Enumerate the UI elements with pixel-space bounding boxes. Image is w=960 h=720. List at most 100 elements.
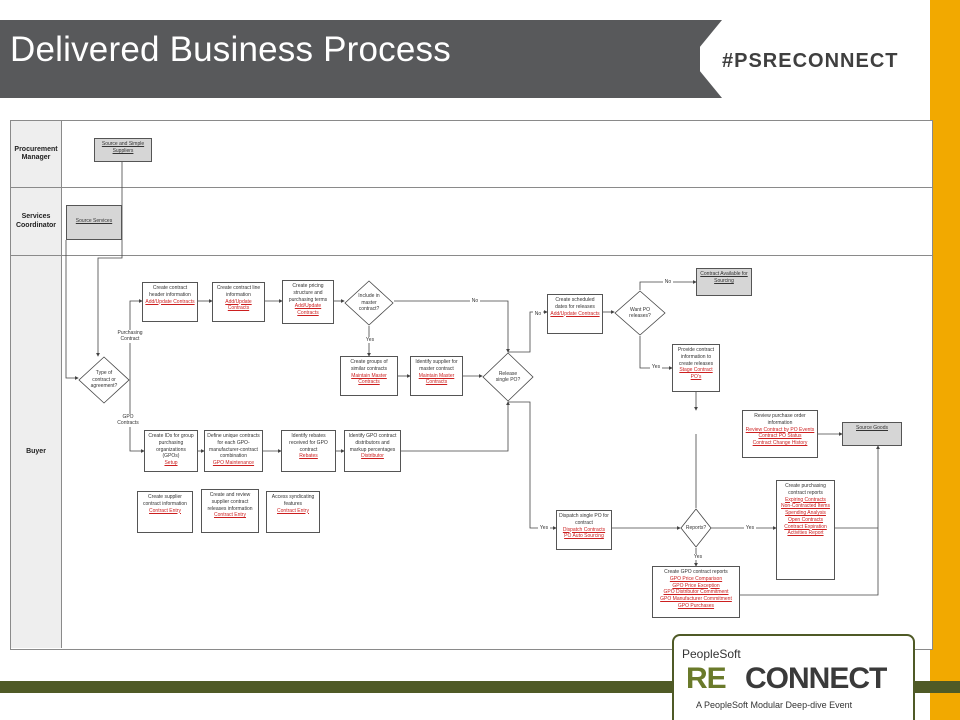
edge-label: No bbox=[533, 311, 543, 318]
step-link[interactable]: Distributor bbox=[361, 453, 384, 460]
step-text: Create IDs for group purchasing organiza… bbox=[148, 433, 194, 460]
step-link[interactable]: GPO Purchases bbox=[677, 602, 715, 609]
step-create-reports[interactable]: Create purchasing contract reports Expir… bbox=[776, 480, 835, 580]
step-text: Create purchasing contract reports bbox=[785, 483, 826, 496]
step-create-header[interactable]: Create contract header information Add/U… bbox=[142, 282, 198, 322]
step-link[interactable]: Activities Report bbox=[787, 530, 824, 537]
step-link[interactable]: Contract PO Status bbox=[758, 433, 802, 440]
step-link[interactable]: Add/Update Contracts bbox=[145, 298, 195, 305]
step-link[interactable]: Rebates bbox=[299, 453, 318, 460]
logo-word-re: RE bbox=[686, 662, 727, 695]
title-bar bbox=[0, 20, 700, 98]
edge-label: Yes bbox=[650, 364, 662, 371]
step-link[interactable]: Review Contract by PO Events bbox=[745, 426, 815, 433]
step-text: Access syndicating features bbox=[271, 494, 315, 507]
page-title: Delivered Business Process bbox=[10, 30, 451, 69]
step-text: Source Goods bbox=[856, 425, 888, 431]
reconnect-logo bbox=[672, 634, 915, 720]
step-link[interactable]: Contract Entry bbox=[277, 507, 309, 514]
step-link[interactable]: Dispatch Contracts bbox=[562, 526, 606, 533]
step-provide-info[interactable]: Provide contract information to create r… bbox=[672, 344, 720, 392]
accent-stripe bbox=[930, 0, 960, 720]
step-text: Create pricing structure and purchasing … bbox=[288, 283, 328, 303]
step-text: Contract Available for Sourcing bbox=[700, 271, 748, 284]
step-link[interactable]: Maintain Master Contracts bbox=[418, 372, 455, 386]
step-supplier-releases[interactable]: Create and review supplier contract rele… bbox=[201, 489, 259, 533]
step-link[interactable]: Contract Change History bbox=[752, 440, 808, 446]
decision-reports[interactable]: Reports? bbox=[680, 508, 712, 548]
step-link[interactable]: Add/Update Contracts bbox=[225, 298, 252, 312]
lane-procurement-manager: Procurement Manager bbox=[11, 121, 932, 188]
lane-label: Services Coordinator bbox=[11, 188, 62, 255]
step-contract-available[interactable]: Contract Available for Sourcing bbox=[696, 268, 752, 296]
edge-label: GPO Contracts bbox=[115, 414, 141, 427]
decision-want-po[interactable]: Want PO releases? bbox=[614, 290, 666, 336]
step-text: Source and Simple Suppliers bbox=[101, 141, 145, 154]
step-link[interactable]: Stage Contract PO's bbox=[679, 367, 713, 380]
step-text: Review purchase order information bbox=[754, 413, 806, 426]
decision-text: Want PO releases? bbox=[629, 306, 651, 320]
step-supplier-contract[interactable]: Create supplier contract information Con… bbox=[137, 491, 193, 533]
step-gpo-reports[interactable]: Create GPO contract reports GPO Price Co… bbox=[652, 566, 740, 618]
step-link[interactable]: GPO Manufacturer Commitment bbox=[660, 596, 732, 602]
step-identify-gpo[interactable]: Identify GPO contract distributors and m… bbox=[344, 430, 401, 472]
step-link[interactable]: GPO Maintenance bbox=[212, 460, 255, 466]
step-identify-rebate[interactable]: Identify rebates received for GPO contra… bbox=[281, 430, 336, 472]
step-identify-supplier[interactable]: Identify supplier for master contract Ma… bbox=[410, 356, 463, 396]
lane-buyer: Buyer bbox=[11, 256, 932, 648]
lane-label: Buyer bbox=[11, 256, 62, 648]
step-link[interactable]: Maintain Master Contracts bbox=[351, 372, 387, 386]
decision-type-of-contract[interactable]: Type of contract or agreement? bbox=[78, 356, 130, 404]
edge-label: Yes bbox=[364, 337, 376, 344]
step-source-services[interactable]: Source Services bbox=[66, 205, 122, 240]
step-link[interactable]: Add/Update Contracts bbox=[550, 310, 600, 317]
step-link[interactable]: Open Contracts bbox=[787, 516, 824, 523]
step-text: Create supplier contract information bbox=[143, 494, 187, 507]
step-create-line[interactable]: Create contract line information Add/Upd… bbox=[212, 282, 265, 322]
logo-brand: PeopleSoft bbox=[682, 647, 741, 661]
step-source-simple[interactable]: Source and Simple Suppliers bbox=[94, 138, 152, 162]
step-text: Create contract line information bbox=[216, 285, 261, 298]
step-text: Source Services bbox=[75, 218, 113, 224]
step-link[interactable]: Contract Expiration bbox=[784, 523, 827, 530]
edge-label: Yes bbox=[744, 525, 756, 532]
step-link[interactable]: PO Auto Sourcing bbox=[564, 533, 604, 540]
step-text: Identify supplier for master contract bbox=[415, 359, 458, 372]
step-text: Identify rebates received for GPO contra… bbox=[289, 433, 328, 453]
step-link[interactable]: GPO Price Exception bbox=[672, 582, 720, 589]
step-review-po[interactable]: Review purchase order information Review… bbox=[742, 410, 818, 458]
step-source-goods[interactable]: Source Goods bbox=[842, 422, 902, 446]
lane-label: Procurement Manager bbox=[11, 121, 62, 187]
step-text: Create groups of similar contracts bbox=[350, 359, 388, 372]
decision-release-single[interactable]: Release single PO? bbox=[482, 352, 534, 402]
edge-label: Yes bbox=[538, 525, 550, 532]
step-text: Identify GPO contract distributors and m… bbox=[348, 433, 397, 453]
step-create-ids[interactable]: Create IDs for group purchasing organiza… bbox=[144, 430, 198, 472]
step-define-unique[interactable]: Define unique contracts for each GPO-man… bbox=[204, 430, 263, 472]
step-link[interactable]: GPO Price Comparison bbox=[669, 575, 723, 582]
step-text: Create and review supplier contract rele… bbox=[207, 492, 253, 512]
step-access-syndicating[interactable]: Access syndicating features Contract Ent… bbox=[266, 491, 320, 533]
step-link[interactable]: Setup bbox=[164, 460, 178, 466]
step-link[interactable]: Expiring Contracts bbox=[785, 496, 826, 503]
edge-label: No bbox=[470, 298, 480, 305]
logo-tagline: A PeopleSoft Modular Deep-dive Event bbox=[696, 700, 853, 710]
step-link[interactable]: Spending Analysis bbox=[785, 510, 826, 516]
step-create-groups[interactable]: Create groups of similar contracts Maint… bbox=[340, 356, 398, 396]
step-create-pricing[interactable]: Create pricing structure and purchasing … bbox=[282, 280, 334, 324]
step-link[interactable]: Add/Update Contracts bbox=[294, 303, 322, 316]
decision-include-master[interactable]: Include in master contract? bbox=[344, 280, 394, 326]
step-link[interactable]: GPO Distributor Commitment bbox=[663, 589, 729, 596]
step-link[interactable]: Non-Contracted Items bbox=[781, 503, 830, 510]
step-text: Define unique contracts for each GPO-man… bbox=[207, 433, 260, 460]
step-link[interactable]: Contract Entry bbox=[149, 507, 181, 514]
step-text: Create contract header information bbox=[149, 285, 191, 298]
title-bar-arrow bbox=[648, 20, 722, 98]
step-dispatch-po[interactable]: Dispatch single PO for contract Dispatch… bbox=[556, 510, 612, 550]
edge-label: No bbox=[663, 279, 673, 286]
step-text: Provide contract information to create r… bbox=[677, 347, 715, 367]
step-create-scheduled[interactable]: Create scheduled dates for releases Add/… bbox=[547, 294, 603, 334]
decision-text: Release single PO? bbox=[495, 370, 521, 384]
step-link[interactable]: Contract Entry bbox=[214, 512, 246, 519]
